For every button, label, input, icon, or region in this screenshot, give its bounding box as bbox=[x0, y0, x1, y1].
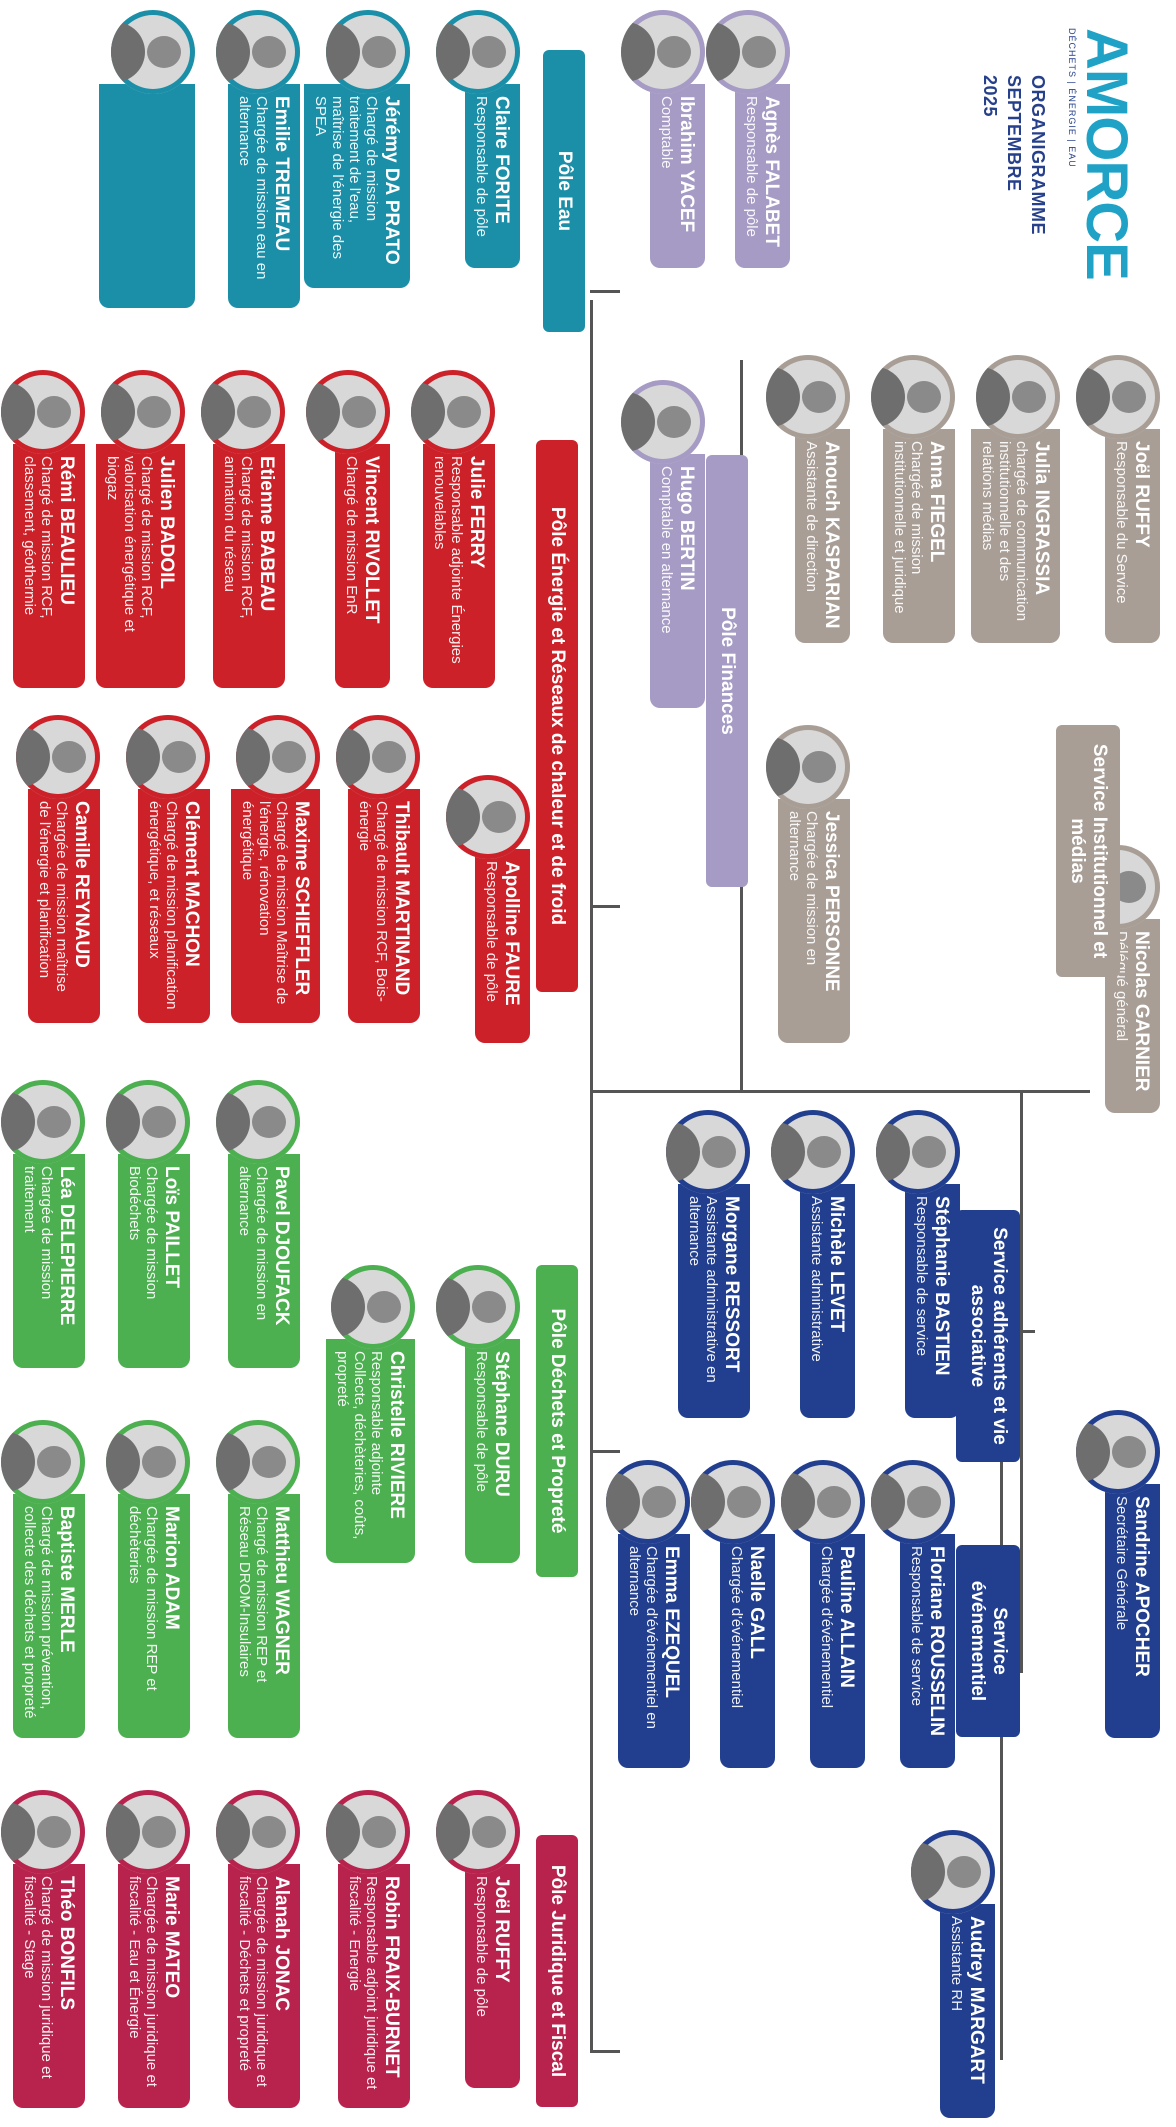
card-evenementiel-4: Emma EZEQUEL Chargée d'événementiel en a… bbox=[606, 1460, 690, 1768]
connector bbox=[590, 905, 620, 908]
card-dechets-7: Marion ADAM Chargée de mission REP et dé… bbox=[106, 1420, 190, 1738]
card-evenementiel-2: Pauline ALLAIN Chargée d'événementiel bbox=[781, 1460, 865, 1768]
card-dechets-8: Baptiste MERLE Chargé de mission prévent… bbox=[1, 1420, 85, 1738]
card-energie-7: Thibault MARTINAND Chargé de mission RCF… bbox=[336, 715, 420, 1023]
card-eau-4 bbox=[99, 10, 195, 308]
card-adherents-1: Stéphanie BASTIEN Responsable de service bbox=[876, 1110, 960, 1418]
card-secretaire: Sandrine APOCHER Secrétaire Générale bbox=[1076, 1410, 1160, 1738]
card-energie-6: Apolline FAURE Responsable de pôle bbox=[446, 775, 530, 1043]
card-juridique-1: Joël RUFFY Responsable de pôle bbox=[436, 1790, 520, 2088]
header: AMORCE DÉCHETS | ÉNERGIE | EAU bbox=[1067, 28, 1140, 280]
connector bbox=[590, 1450, 620, 1453]
title-line-2: SEPTEMBRE 2025 bbox=[980, 75, 1024, 192]
card-juridique-2: Robin FRAIX-BURNET Responsable adjoint j… bbox=[326, 1790, 410, 2108]
card-eau-3: Emilie TREMEAU Chargée de mission eau en… bbox=[216, 10, 300, 308]
card-juridique-4: Marie MATEO Chargée de mission juridique… bbox=[106, 1790, 190, 2108]
pole-energie-label: Pôle Énergie et Réseaux de chaleur et de… bbox=[536, 440, 578, 992]
card-inst-2: Julia INGRASSIA chargée de communication… bbox=[971, 355, 1060, 643]
service-evenementiel-label: Service événementiel bbox=[956, 1545, 1020, 1737]
service-institutionnel-label: Service Institutionnel et médias bbox=[1056, 725, 1120, 977]
card-dechets-5: Léa DELEPIERRE Chargée de mission traite… bbox=[1, 1080, 85, 1368]
card-finances-1: Agnès FALABET Responsable de pôle bbox=[706, 10, 790, 268]
card-juridique-3: Alanah JONAC Chargée de mission juridiqu… bbox=[216, 1790, 300, 2108]
card-dechets-1: Stéphane DURU Responsable de pôle bbox=[436, 1265, 520, 1563]
pole-finances-label: Pôle Finances bbox=[706, 455, 748, 887]
title-line-1: ORGANIGRAMME bbox=[1028, 75, 1048, 235]
card-inst-1: Joël RUFFY Responsable du Service bbox=[1076, 355, 1160, 643]
document-title: ORGANIGRAMME SEPTEMBRE 2025 bbox=[978, 75, 1050, 235]
card-inst-4: Anouch KASPARIAN Assistante de direction bbox=[766, 355, 850, 643]
card-dechets-3: Pavel DJOUFACK Chargée de mission en alt… bbox=[216, 1080, 300, 1368]
card-energie-5: Rémi BEAULIEU Chargé de mission RCF, cla… bbox=[1, 370, 85, 688]
card-finances-2: Ibrahim YACEF Comptable bbox=[621, 10, 705, 268]
card-dechets-2: Christelle RIVIERE Responsable adjointe … bbox=[326, 1265, 415, 1563]
card-energie-2: Vincent RIVOLLET Chargé de mission EnR bbox=[306, 370, 390, 688]
pole-dechets-label: Pôle Déchets et Propreté bbox=[536, 1265, 578, 1577]
connector bbox=[590, 1090, 593, 2050]
connector bbox=[590, 1090, 1090, 1093]
card-energie-3: Etienne BABEAU Chargé de mission RCF, an… bbox=[201, 370, 285, 688]
card-energie-10: Camille REYNAUD Chargée de mission maîtr… bbox=[16, 715, 100, 1023]
card-inst-3: Anna FIEGEL Chargée de mission instituti… bbox=[871, 355, 955, 643]
card-finances-3: Hugo BERTIN Comptable en alternance bbox=[621, 380, 705, 708]
card-inst-5: Jessica PERSONNE Chargée de mission en a… bbox=[766, 725, 850, 1043]
card-evenementiel-1: Floriane ROUSSELIN Responsable de servic… bbox=[871, 1460, 955, 1768]
connector bbox=[590, 300, 593, 1090]
card-energie-9: Clément MACHON Chargé de mission planifi… bbox=[126, 715, 210, 1023]
pole-juridique-label: Pôle Juridique et Fiscal bbox=[536, 1835, 578, 2107]
card-energie-4: Julien BADOIL Chargé de mission RCF, val… bbox=[96, 370, 185, 688]
connector bbox=[590, 290, 620, 293]
card-juridique-5: Théo BONFILS Chargé de mission juridique… bbox=[1, 1790, 85, 2108]
card-energie-8: Maxime SCHIEFFLER Chargé de mission Maît… bbox=[231, 715, 320, 1023]
service-adherents-label: Service adhérents et vie associative bbox=[956, 1210, 1020, 1462]
card-energie-1: Julie FERRY Responsable adjointe Énergie… bbox=[411, 370, 495, 688]
connector bbox=[590, 2050, 620, 2053]
card-eau-2: Jérémy DA PRATO Chargé de mission traite… bbox=[304, 10, 410, 288]
card-dechets-6: Matthieu WAGNER Chargé de mission REP et… bbox=[216, 1420, 300, 1738]
card-rh: Audrey MARGART Assistante RH bbox=[911, 1830, 995, 2118]
card-adherents-2: Michèle LEVET Assistante administrative bbox=[771, 1110, 855, 1418]
card-adherents-3: Morgane RESSORT Assistante administrativ… bbox=[666, 1110, 750, 1418]
connector bbox=[1020, 1093, 1023, 1673]
card-evenementiel-3: Naelle GALL Chargée d'événementiel bbox=[691, 1460, 775, 1768]
pole-eau-label: Pôle Eau bbox=[543, 50, 585, 332]
amorce-logo: AMORCE bbox=[1074, 28, 1139, 280]
card-dechets-4: Loïs PAILLET Chargée de mission Biodéche… bbox=[106, 1080, 190, 1368]
card-eau-1: Claire FORITE Responsable de pôle bbox=[436, 10, 520, 268]
